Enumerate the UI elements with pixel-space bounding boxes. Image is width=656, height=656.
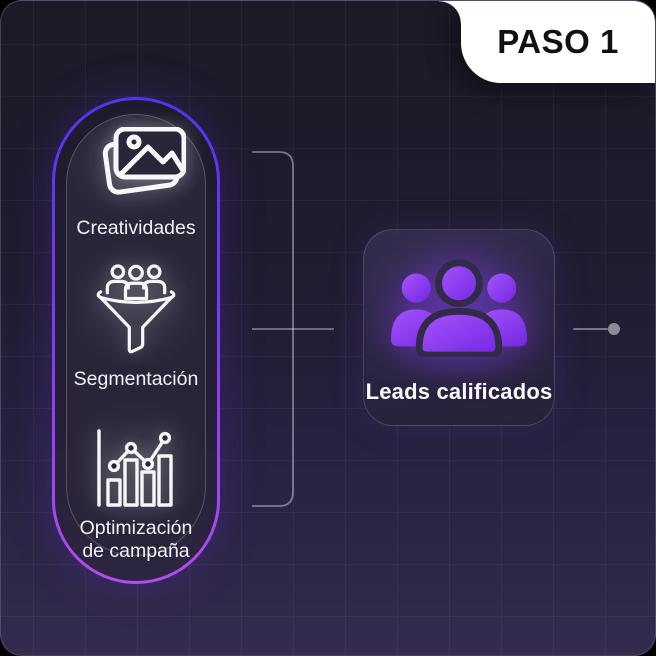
inputs-pill: Creatividades Segmentación <box>52 97 220 584</box>
pill-item-label: Creatividades <box>76 217 196 239</box>
bracket-connector <box>252 151 334 507</box>
pill-item-label: Segmentación <box>73 367 199 390</box>
funnel-people-icon <box>93 261 179 359</box>
leads-card-label: Leads calificados <box>365 379 553 404</box>
users-group-icon <box>386 256 532 357</box>
bar-chart-trend-icon <box>95 428 177 508</box>
pill-inner-panel: Creatividades Segmentación <box>66 114 206 562</box>
connector-line <box>573 328 608 330</box>
leads-card: Leads calificados <box>363 229 555 426</box>
step-badge: PASO 1 <box>439 1 655 83</box>
connector-dot <box>608 323 620 335</box>
pill-ring: Creatividades Segmentación <box>55 100 217 581</box>
step-badge-label: PASO 1 <box>497 23 619 60</box>
pill-item-label: Optimización de campaña <box>79 516 193 563</box>
image-stack-icon <box>86 127 186 201</box>
